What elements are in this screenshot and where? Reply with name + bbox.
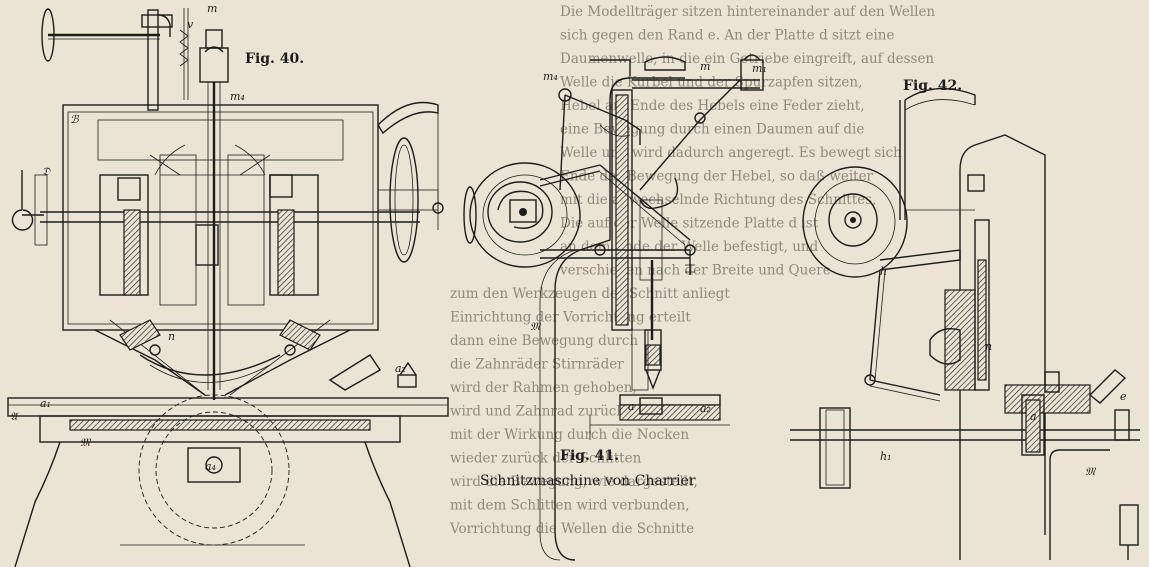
background-text-line: sich gegen den Rand e. An der Platte d s… bbox=[560, 28, 895, 44]
fig40-slides bbox=[99, 144, 319, 306]
fig40-label-B: ℬ bbox=[70, 113, 80, 126]
fig40-label-a2: a₂ bbox=[395, 362, 406, 375]
background-text-line: Einrichtung der Vorrichtung erteilt bbox=[450, 310, 691, 326]
fig42-column bbox=[899, 87, 1046, 560]
background-text-line: Welle und wird dadurch angeregt. Es bewe… bbox=[560, 145, 902, 161]
fig41-eccentric-disc bbox=[463, 162, 581, 268]
background-text-line: Daumenwelle, in die ein Getriebe eingrei… bbox=[560, 51, 934, 67]
background-text-line: Die auf der Welle sitzende Platte d ist bbox=[560, 216, 819, 232]
fig41-label-m1: m₁ bbox=[752, 62, 767, 75]
fig40-horizontal-shaft bbox=[11, 170, 420, 246]
fig41-title: Fig. 41. bbox=[560, 448, 619, 464]
background-text-line: wieder zurück der Schlitten bbox=[450, 451, 642, 467]
fig41-label-a2: a₂ bbox=[700, 402, 711, 415]
fig42-label-M: 𝔐 bbox=[1085, 465, 1097, 478]
fig40-label-A: 𝔄 bbox=[10, 410, 19, 423]
fig42-base bbox=[790, 369, 1140, 560]
background-text-line: dann eine Bewegung durch bbox=[450, 333, 638, 349]
fig40-frame bbox=[62, 101, 444, 331]
fig41-label-m: m bbox=[700, 60, 710, 73]
fig42-disc bbox=[802, 166, 975, 278]
fig41-levers bbox=[539, 164, 696, 281]
fig41-body bbox=[539, 54, 764, 561]
fig40-title: Fig. 40. bbox=[245, 51, 304, 67]
figure-40-machine-front-elevation: Fig. 40. bbox=[7, 2, 449, 567]
background-text: Die Modellträger sitzen hintereinander a… bbox=[449, 4, 935, 537]
fig40-label-v: v bbox=[187, 18, 194, 31]
background-text-line: Vorrichtung die Wellen die Schnitte bbox=[449, 521, 694, 537]
fig41-label-m4: m₄ bbox=[543, 70, 558, 83]
background-text-line: Hebel am Ende des Hebels eine Feder zieh… bbox=[560, 98, 865, 114]
figure-41-machine-side-section: Fig. 41. Schnitzmaschine von Charrier bbox=[463, 54, 767, 561]
fig40-label-M: 𝔐 bbox=[80, 436, 92, 449]
fig41-spindle bbox=[631, 260, 662, 391]
fig40-table-and-gear bbox=[7, 394, 449, 567]
background-text-line: mit dem Schlitten wird verbunden, bbox=[450, 498, 690, 514]
fig42-label-e: e bbox=[1120, 390, 1127, 403]
fig41-label-M: 𝔐 bbox=[530, 320, 542, 333]
background-text-line: eine Bewegung durch einen Daumen auf die bbox=[560, 122, 864, 138]
fig42-title: Fig. 42. bbox=[903, 78, 962, 94]
background-text-line: mit die abwechselnde Richtung des Schnit… bbox=[560, 192, 876, 208]
background-text-line: Die Modellträger sitzen hintereinander a… bbox=[560, 4, 935, 20]
fig42-label-n: n bbox=[985, 340, 992, 353]
fig42-label-h: h bbox=[880, 265, 887, 278]
fig40-label-a4: a₄ bbox=[205, 460, 216, 473]
background-text-line: zum den Werkzeugen der Schnitt anliegt bbox=[450, 286, 730, 302]
figure-42-machine-rear-elevation: Fig. 42. bbox=[790, 78, 1140, 560]
fig40-label-a1: a₁ bbox=[40, 397, 51, 410]
fig42-label-h1: h₁ bbox=[880, 450, 892, 463]
background-text-line: die Zahnräder Stirnräder bbox=[450, 357, 624, 373]
fig40-spindle-head bbox=[199, 29, 229, 400]
fig41-label-a: a bbox=[628, 400, 635, 413]
fig42-levers bbox=[864, 269, 961, 402]
background-text-line: mit der Wirkung durch die Nocken bbox=[450, 427, 689, 443]
background-text-line: wird die Bewegung, wie dargestellt, bbox=[450, 474, 698, 490]
fig40-label-m: m bbox=[207, 2, 217, 15]
fig41-caption: Schnitzmaschine von Charrier bbox=[480, 473, 696, 489]
background-text-line: Ende der Bewegung der Hebel, so daß weit… bbox=[560, 169, 874, 185]
fig40-label-D: 𝔇 bbox=[42, 165, 51, 178]
fig40-label-n: n bbox=[168, 330, 175, 343]
background-text-line: wird der Rahmen gehoben, bbox=[450, 380, 637, 396]
fig40-top-column bbox=[141, 8, 189, 111]
fig40-cutter-assembly bbox=[94, 319, 417, 396]
fig40-label-m4: m₄ bbox=[230, 90, 245, 103]
fig40-handwheel bbox=[41, 8, 160, 62]
fig42-label-a: a bbox=[1030, 410, 1037, 423]
fig41-table bbox=[589, 394, 730, 440]
